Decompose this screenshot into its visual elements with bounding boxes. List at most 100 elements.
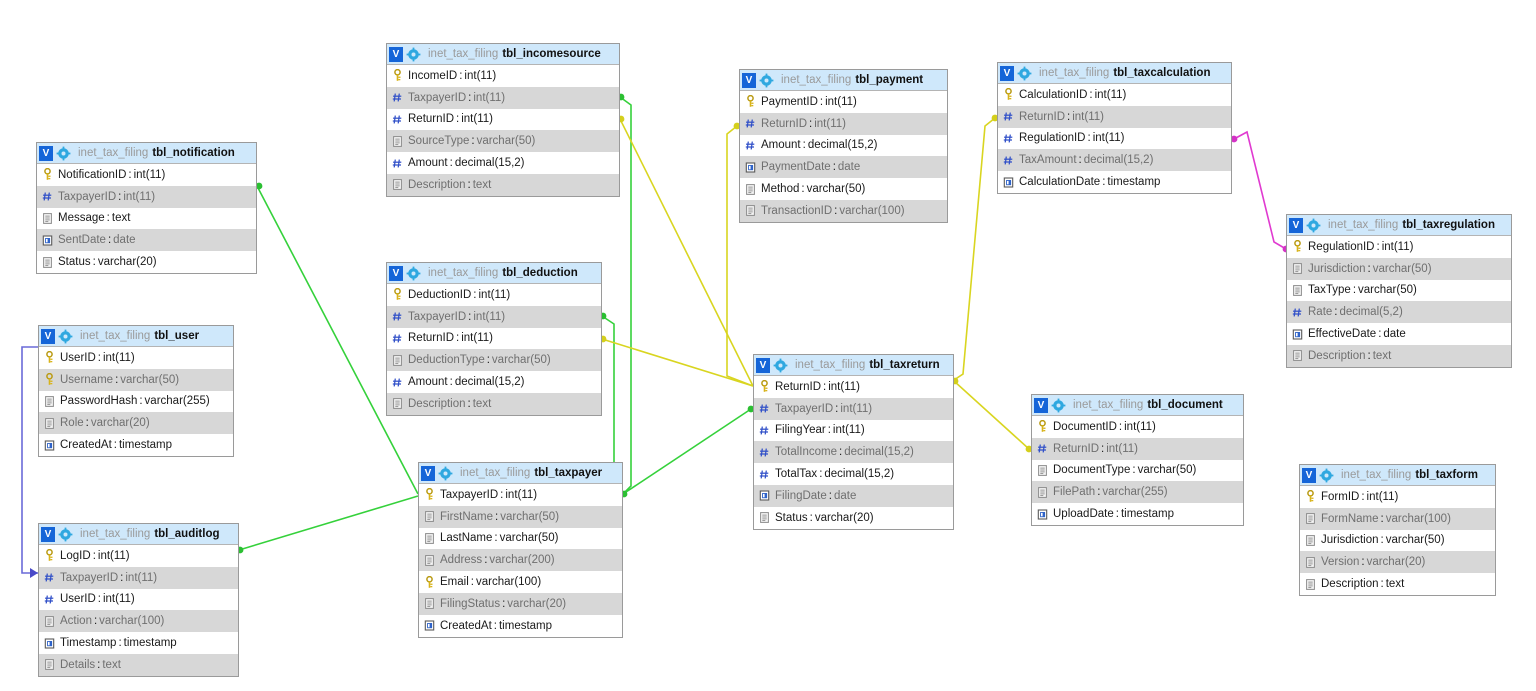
column-row[interactable]: TransactionID:varchar(100) [740, 199, 947, 222]
column-row[interactable]: ReturnID:int(11) [740, 112, 947, 135]
column-row[interactable]: DeductionType:varchar(50) [387, 349, 601, 372]
column-row[interactable]: Amount:decimal(15,2) [740, 135, 947, 157]
column-row[interactable]: DocumentID:int(11) [1032, 416, 1243, 438]
column-row[interactable]: ReturnID:int(11) [1032, 437, 1243, 460]
column-row[interactable]: CreatedAt:timestamp [419, 615, 622, 637]
column-row[interactable]: Description:text [1287, 344, 1511, 367]
column-row[interactable]: Timestamp:timestamp [39, 632, 238, 654]
column-row[interactable]: Role:varchar(20) [39, 412, 233, 435]
column-row[interactable]: Description:text [1300, 573, 1495, 595]
column-row[interactable]: Version:varchar(20) [1300, 551, 1495, 574]
column-row[interactable]: TotalIncome:decimal(15,2) [754, 441, 953, 464]
column-row[interactable]: Email:varchar(100) [419, 571, 622, 593]
column-row[interactable]: PasswordHash:varchar(255) [39, 391, 233, 413]
column-row[interactable]: Jurisdiction:varchar(50) [1300, 530, 1495, 552]
column-row[interactable]: ReturnID:int(11) [754, 376, 953, 398]
column-row[interactable]: Username:varchar(50) [39, 368, 233, 391]
gear-icon[interactable] [1017, 66, 1032, 81]
column-row[interactable]: Amount:decimal(15,2) [387, 152, 619, 174]
gear-icon[interactable] [1319, 468, 1334, 483]
gear-icon[interactable] [56, 146, 71, 161]
column-row[interactable]: FormName:varchar(100) [1300, 507, 1495, 530]
column-row[interactable]: EffectiveDate:date [1287, 323, 1511, 345]
column-row[interactable]: Method:varchar(50) [740, 178, 947, 200]
column-row[interactable]: Rate:decimal(5,2) [1287, 301, 1511, 324]
column-row[interactable]: DocumentType:varchar(50) [1032, 460, 1243, 482]
column-row[interactable]: DeductionID:int(11) [387, 284, 601, 306]
column-row[interactable]: IncomeID:int(11) [387, 65, 619, 87]
gear-icon[interactable] [773, 358, 788, 373]
column-row[interactable]: PaymentDate:date [740, 156, 947, 179]
column-row[interactable]: RegulationID:int(11) [998, 128, 1231, 150]
column-row[interactable]: FilingYear:int(11) [754, 420, 953, 442]
column-row[interactable]: FilePath:varchar(255) [1032, 481, 1243, 504]
column-row[interactable]: CalculationID:int(11) [998, 84, 1231, 106]
column-row[interactable]: TaxType:varchar(50) [1287, 280, 1511, 302]
gear-icon[interactable] [58, 329, 73, 344]
column-row[interactable]: Jurisdiction:varchar(50) [1287, 257, 1511, 280]
column-row[interactable]: FirstName:varchar(50) [419, 505, 622, 528]
column-row[interactable]: CalculationDate:timestamp [998, 171, 1231, 193]
column-row[interactable]: TaxpayerID:int(11) [387, 305, 601, 328]
column-row[interactable]: ReturnID:int(11) [387, 109, 619, 131]
column-row[interactable]: FormID:int(11) [1300, 486, 1495, 508]
column-row[interactable]: SentDate:date [37, 229, 256, 252]
column-row[interactable]: Status:varchar(20) [37, 251, 256, 273]
column-row[interactable]: NotificationID:int(11) [37, 164, 256, 186]
column-row[interactable]: TaxpayerID:int(11) [754, 397, 953, 420]
column-row[interactable]: TotalTax:decimal(15,2) [754, 463, 953, 485]
column-row[interactable]: LastName:varchar(50) [419, 528, 622, 550]
column-row[interactable]: Details:text [39, 653, 238, 676]
gear-icon[interactable] [1051, 398, 1066, 413]
column-row[interactable]: TaxpayerID:int(11) [419, 484, 622, 506]
column-row[interactable]: TaxpayerID:int(11) [37, 185, 256, 208]
column-row[interactable]: UserID:int(11) [39, 347, 233, 369]
gear-icon[interactable] [438, 466, 453, 481]
column-row[interactable]: FilingDate:date [754, 484, 953, 507]
column-row[interactable]: Description:text [387, 392, 601, 415]
column-row[interactable]: CreatedAt:timestamp [39, 434, 233, 456]
column-row[interactable]: RegulationID:int(11) [1287, 236, 1511, 258]
column-row[interactable]: SourceType:varchar(50) [387, 130, 619, 153]
column-row[interactable]: TaxpayerID:int(11) [39, 566, 238, 589]
column-row[interactable]: ReturnID:int(11) [387, 328, 601, 350]
column-row[interactable]: TaxAmount:decimal(15,2) [998, 149, 1231, 172]
gear-icon[interactable] [1306, 218, 1321, 233]
column-row[interactable]: UploadDate:timestamp [1032, 503, 1243, 525]
column-row[interactable]: ReturnID:int(11) [998, 105, 1231, 128]
column-row[interactable]: UserID:int(11) [39, 589, 238, 611]
gear-icon[interactable] [58, 527, 73, 542]
gear-icon[interactable] [406, 266, 421, 281]
column-row[interactable]: Message:text [37, 208, 256, 230]
column-row[interactable]: Action:varchar(100) [39, 610, 238, 633]
column-row[interactable]: Description:text [387, 173, 619, 196]
column-row[interactable]: FilingStatus:varchar(20) [419, 592, 622, 615]
column-row[interactable]: Amount:decimal(15,2) [387, 371, 601, 393]
gear-icon[interactable] [406, 47, 421, 62]
column-row[interactable]: TaxpayerID:int(11) [387, 86, 619, 109]
column-row[interactable]: Status:varchar(20) [754, 507, 953, 529]
column-row[interactable]: PaymentID:int(11) [740, 91, 947, 113]
